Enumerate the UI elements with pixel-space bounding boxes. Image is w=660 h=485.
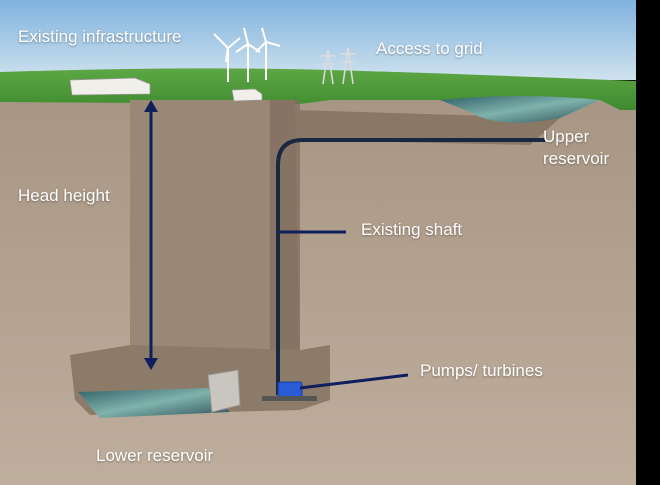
wind-turbine-2 [235, 27, 261, 82]
label-access-to-grid: Access to grid [376, 39, 483, 58]
building-small [231, 88, 263, 102]
label-existing-shaft: Existing shaft [361, 220, 463, 239]
head-height-arrow [144, 100, 158, 370]
right-edge-bar [636, 0, 660, 485]
pump-turbine [277, 381, 303, 399]
wind-turbine-1 [213, 33, 241, 82]
pumps-turbines-leader [299, 373, 409, 390]
building-large [69, 77, 151, 96]
ground-soil [0, 95, 660, 485]
label-existing-infrastructure: Existing infrastructure [18, 27, 182, 46]
label-head-height: Head height [18, 186, 110, 205]
lower-reservoir-water [78, 388, 230, 418]
dam-wall [207, 369, 241, 413]
wind-turbine-3 [255, 27, 281, 80]
shaft-cutaway [130, 100, 300, 360]
upper-reservoir-water [440, 96, 600, 123]
penstock-pipe [276, 138, 545, 395]
power-pylon-2 [340, 47, 356, 85]
power-pylon-1 [320, 49, 336, 85]
label-upper-reservoir: Upper reservoir [543, 127, 610, 168]
pump-base [262, 396, 317, 401]
label-pumps-turbines: Pumps/ turbines [420, 361, 543, 380]
label-lower-reservoir: Lower reservoir [96, 446, 214, 465]
